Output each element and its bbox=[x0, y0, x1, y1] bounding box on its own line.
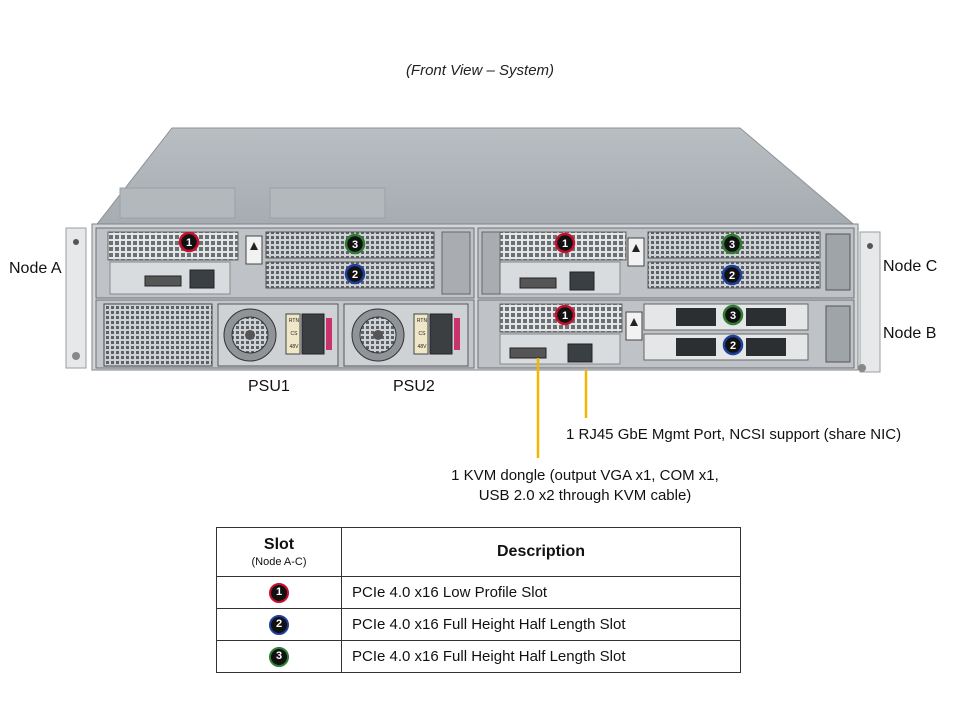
table-row: 3 PCIe 4.0 x16 Full Height Half Length S… bbox=[216, 640, 741, 673]
svg-text:1: 1 bbox=[562, 238, 568, 250]
figure-caption: (Front View – System) bbox=[405, 62, 555, 79]
psu1-mark-cs: CS bbox=[291, 331, 299, 337]
svg-text:2: 2 bbox=[730, 340, 736, 352]
svg-text:3: 3 bbox=[730, 310, 736, 322]
slot-description: PCIe 4.0 x16 Low Profile Slot bbox=[341, 576, 741, 609]
slot-header: Slot (Node A-C) bbox=[216, 527, 342, 577]
psu2-mark-rtn: RTN bbox=[417, 318, 428, 324]
psu2-label: PSU2 bbox=[393, 378, 435, 395]
svg-text:2: 2 bbox=[352, 269, 358, 281]
table-row: 1 PCIe 4.0 x16 Low Profile Slot bbox=[216, 576, 741, 609]
psu-bay bbox=[95, 299, 475, 369]
node-a-label: Node A bbox=[9, 260, 62, 277]
svg-text:3: 3 bbox=[352, 239, 358, 251]
slot-badge-a1: 1 bbox=[178, 231, 200, 253]
slot-badge-2: 2 bbox=[269, 614, 289, 635]
node-c-label: Node C bbox=[883, 258, 938, 275]
rack-ear-left bbox=[65, 227, 87, 369]
node-b-sled bbox=[477, 299, 855, 369]
slot-badge-a2: 2 bbox=[344, 263, 366, 285]
slot-badge-a3: 3 bbox=[344, 233, 366, 255]
psu1-mark-rtn: RTN bbox=[289, 318, 300, 324]
node-b-label: Node B bbox=[883, 325, 937, 342]
node-a-sled bbox=[95, 227, 475, 299]
slot-description-table: Slot (Node A-C) Description 1 PCIe 4.0 x… bbox=[216, 527, 741, 673]
svg-text:1: 1 bbox=[562, 310, 568, 322]
table-header-row: Slot (Node A-C) Description bbox=[216, 527, 741, 577]
node-c-sled bbox=[477, 227, 855, 299]
psu2-mark-cs: CS bbox=[419, 331, 427, 337]
kvm-callout-line2: USB 2.0 x2 through KVM cable) bbox=[478, 487, 692, 504]
rack-ear-right bbox=[859, 231, 881, 373]
table-row: 2 PCIe 4.0 x16 Full Height Half Length S… bbox=[216, 608, 741, 641]
slot-header-sub: (Node A-C) bbox=[251, 556, 307, 568]
psu1-mark-48v: 48V bbox=[290, 344, 300, 350]
slot-badge-b3: 3 bbox=[722, 304, 744, 326]
description-header: Description bbox=[341, 527, 741, 577]
svg-text:2: 2 bbox=[729, 270, 735, 282]
slot-badge-b1: 1 bbox=[554, 304, 576, 326]
rj45-mgmt-port bbox=[567, 343, 593, 363]
kvm-callout-text: 1 KVM dongle (output VGA x1, COM x1, USB… bbox=[420, 466, 750, 506]
slot-badge-c3: 3 bbox=[721, 233, 743, 255]
slot-badge-b2: 2 bbox=[722, 334, 744, 356]
svg-text:1: 1 bbox=[186, 237, 192, 249]
slot-badge-3: 3 bbox=[269, 646, 289, 667]
kvm-callout-line1: 1 KVM dongle (output VGA x1, COM x1, bbox=[451, 467, 719, 484]
slot-description: PCIe 4.0 x16 Full Height Half Length Slo… bbox=[341, 608, 741, 641]
psu2-mark-48v: 48V bbox=[418, 344, 428, 350]
slot-badge-1: 1 bbox=[269, 582, 289, 603]
slot-header-title: Slot bbox=[263, 536, 295, 553]
rj45-callout-text: 1 RJ45 GbE Mgmt Port, NCSI support (shar… bbox=[566, 426, 902, 443]
slot-badge-c2: 2 bbox=[721, 264, 743, 286]
svg-text:3: 3 bbox=[729, 239, 735, 251]
psu1-label: PSU1 bbox=[248, 378, 290, 395]
slot-description: PCIe 4.0 x16 Full Height Half Length Slo… bbox=[341, 640, 741, 673]
slot-badge-c1: 1 bbox=[554, 232, 576, 254]
kvm-port bbox=[509, 347, 547, 359]
